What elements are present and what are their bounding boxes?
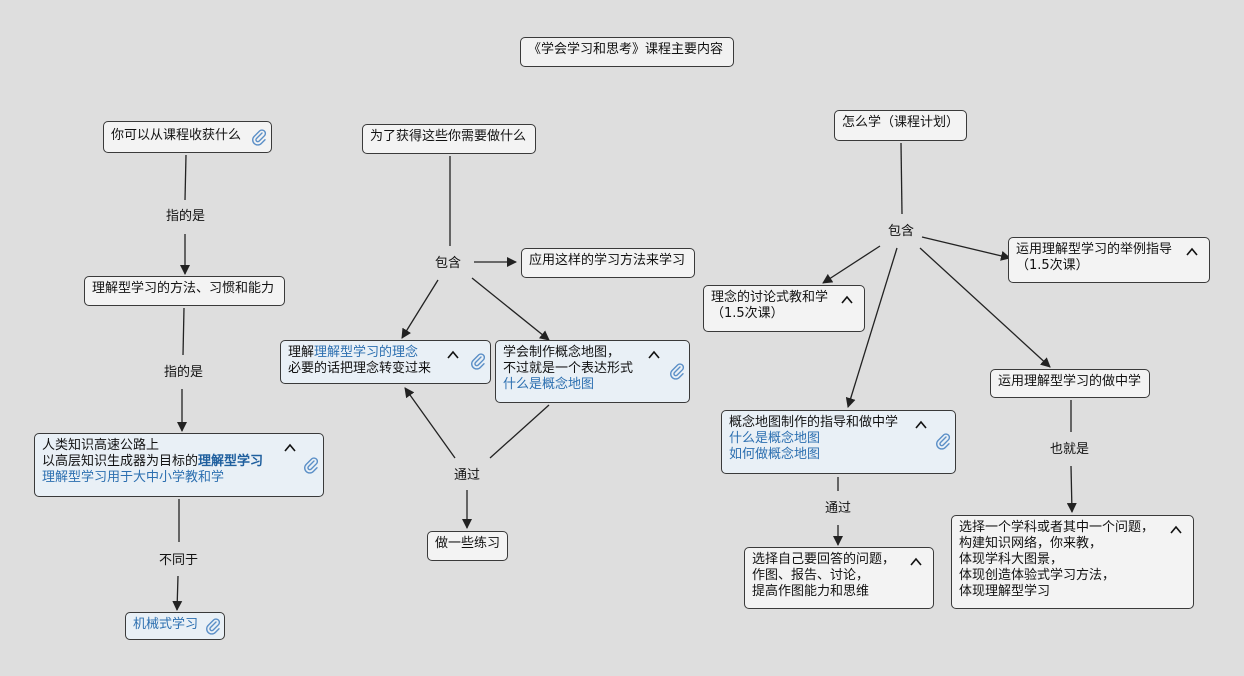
link-label-through-mid: 通过 xyxy=(450,466,485,486)
node-doing-text: 运用理解型学习的做中学 xyxy=(998,374,1142,389)
node-conceptmap[interactable]: 学会制作概念地图， 不过就是一个表达形式 什么是概念地图 xyxy=(495,340,690,403)
node-understand-prefix: 理解 xyxy=(288,345,315,360)
node-highway-strong-link[interactable]: 理解型学习 xyxy=(198,454,264,469)
node-discuss[interactable]: 理念的讨论式教和学 （1.5次课） xyxy=(703,285,865,332)
node-highway-line2: 以高层知识生成器为目标的理解型学习 xyxy=(42,454,316,470)
chevron-up-icon[interactable] xyxy=(909,556,923,568)
chevron-up-icon[interactable] xyxy=(283,442,297,454)
edge-thatis-subject xyxy=(1066,465,1077,513)
paperclip-icon[interactable] xyxy=(934,432,952,450)
node-doing[interactable]: 运用理解型学习的做中学 xyxy=(990,369,1150,398)
node-subject-line1: 选择一个学科或者其中一个问题， xyxy=(959,520,1155,535)
edge-differs-rote xyxy=(172,575,183,611)
node-choose-line3: 提高作图能力和思维 xyxy=(752,584,870,599)
paperclip-icon[interactable] xyxy=(668,362,686,380)
link-label-contains-mid: 包含 xyxy=(431,254,466,274)
node-rote-text[interactable]: 机械式学习 xyxy=(133,617,199,632)
node-practice[interactable]: 做一些练习 xyxy=(427,531,508,561)
node-subject-line2: 构建知识网络，你来教， xyxy=(959,536,1103,551)
node-highway-line2-prefix: 以高层知识生成器为目标的 xyxy=(42,454,199,469)
node-need[interactable]: 为了获得这些你需要做什么 xyxy=(362,124,536,154)
node-conceptmap-link[interactable]: 什么是概念地图 xyxy=(503,377,595,392)
node-understand-line1: 理解理解型学习的理念 xyxy=(288,345,483,361)
edge-how-contains xyxy=(900,142,903,215)
chevron-up-icon[interactable] xyxy=(914,419,928,431)
node-rote[interactable]: 机械式学习 xyxy=(125,612,225,640)
node-subject-line3: 体现学科大图景， xyxy=(959,552,1064,567)
chevron-up-icon[interactable] xyxy=(647,349,661,361)
paperclip-icon[interactable] xyxy=(469,352,487,370)
node-discuss-line2: （1.5次课） xyxy=(711,306,784,321)
edge-gain-refers xyxy=(184,154,187,201)
node-how[interactable]: 怎么学（课程计划） xyxy=(834,110,967,141)
node-gain-text: 你可以从课程收获什么 xyxy=(111,128,242,143)
link-label-differs: 不同于 xyxy=(155,551,203,571)
node-understand-link[interactable]: 理解型学习的理念 xyxy=(314,345,419,360)
node-conceptmap-line2: 不过就是一个表达形式 xyxy=(503,361,634,376)
link-label-through-right: 通过 xyxy=(821,499,856,519)
edge-contains-discuss xyxy=(822,245,881,284)
node-subject[interactable]: 选择一个学科或者其中一个问题， 构建知识网络，你来教， 体现学科大图景， 体现创… xyxy=(951,515,1194,609)
edge-contains-examples xyxy=(921,236,1011,261)
chevron-up-icon[interactable] xyxy=(840,294,854,306)
node-choose-line2: 作图、报告、讨论， xyxy=(752,568,870,583)
node-choose[interactable]: 选择自己要回答的问题， 作图、报告、讨论， 提高作图能力和思维 xyxy=(744,547,934,609)
link-label-refers-2: 指的是 xyxy=(160,363,208,383)
edge-conceptmap-through xyxy=(489,404,550,459)
node-examples-line2: （1.5次课） xyxy=(1016,258,1089,273)
node-discuss-line1: 理念的讨论式教和学 xyxy=(711,290,829,305)
node-highway-link[interactable]: 理解型学习用于大中小学教和学 xyxy=(42,470,225,485)
node-choose-line1: 选择自己要回答的问题， xyxy=(752,552,896,567)
node-mapguide-link1[interactable]: 什么是概念地图 xyxy=(729,431,821,446)
chevron-up-icon[interactable] xyxy=(1169,524,1183,536)
node-subject-line4: 体现创造体验式学习方法， xyxy=(959,568,1116,583)
edge-through-understand xyxy=(404,387,456,459)
node-methods-text: 理解型学习的方法、习惯和能力 xyxy=(92,281,275,296)
node-practice-text: 做一些练习 xyxy=(435,536,501,551)
node-mapguide[interactable]: 概念地图制作的指导和做中学 什么是概念地图 如何做概念地图 xyxy=(721,410,956,474)
node-examples[interactable]: 运用理解型学习的举例指导 （1.5次课） xyxy=(1008,237,1210,283)
link-label-refers-1: 指的是 xyxy=(162,207,210,227)
node-mapguide-line1: 概念地图制作的指导和做中学 xyxy=(729,415,899,430)
node-how-text: 怎么学（课程计划） xyxy=(842,115,960,130)
node-highway-line1: 人类知识高速公路上 xyxy=(42,438,160,453)
node-examples-line1: 运用理解型学习的举例指导 xyxy=(1016,242,1173,257)
chevron-up-icon[interactable] xyxy=(446,349,460,361)
link-label-contains-right: 包含 xyxy=(884,222,919,242)
node-gain[interactable]: 你可以从课程收获什么 xyxy=(103,121,272,153)
node-mapguide-link2[interactable]: 如何做概念地图 xyxy=(729,447,821,462)
node-apply-text: 应用这样的学习方法来学习 xyxy=(529,253,686,268)
edge-contains-conceptmap xyxy=(471,277,550,341)
paperclip-icon[interactable] xyxy=(204,617,222,635)
paperclip-icon[interactable] xyxy=(302,456,320,474)
edge-methods-refers xyxy=(182,307,185,356)
node-need-text: 为了获得这些你需要做什么 xyxy=(370,129,527,144)
node-methods[interactable]: 理解型学习的方法、习惯和能力 xyxy=(84,276,285,306)
diagram-title-text: 《学会学习和思考》课程主要内容 xyxy=(528,42,724,57)
diagram-title[interactable]: 《学会学习和思考》课程主要内容 xyxy=(520,37,734,67)
node-highway[interactable]: 人类知识高速公路上 以高层知识生成器为目标的理解型学习 理解型学习用于大中小学教… xyxy=(34,433,324,497)
chevron-up-icon[interactable] xyxy=(1185,246,1199,258)
node-subject-line5: 体现理解型学习 xyxy=(959,584,1051,599)
paperclip-icon[interactable] xyxy=(250,128,268,146)
node-apply[interactable]: 应用这样的学习方法来学习 xyxy=(521,248,695,278)
link-label-thatis: 也就是 xyxy=(1046,440,1094,460)
node-understand[interactable]: 理解理解型学习的理念 必要的话把理念转变过来 xyxy=(280,340,491,384)
edge-contains-understand xyxy=(401,279,439,339)
node-understand-line2: 必要的话把理念转变过来 xyxy=(288,361,432,376)
node-conceptmap-line1: 学会制作概念地图， xyxy=(503,345,621,360)
